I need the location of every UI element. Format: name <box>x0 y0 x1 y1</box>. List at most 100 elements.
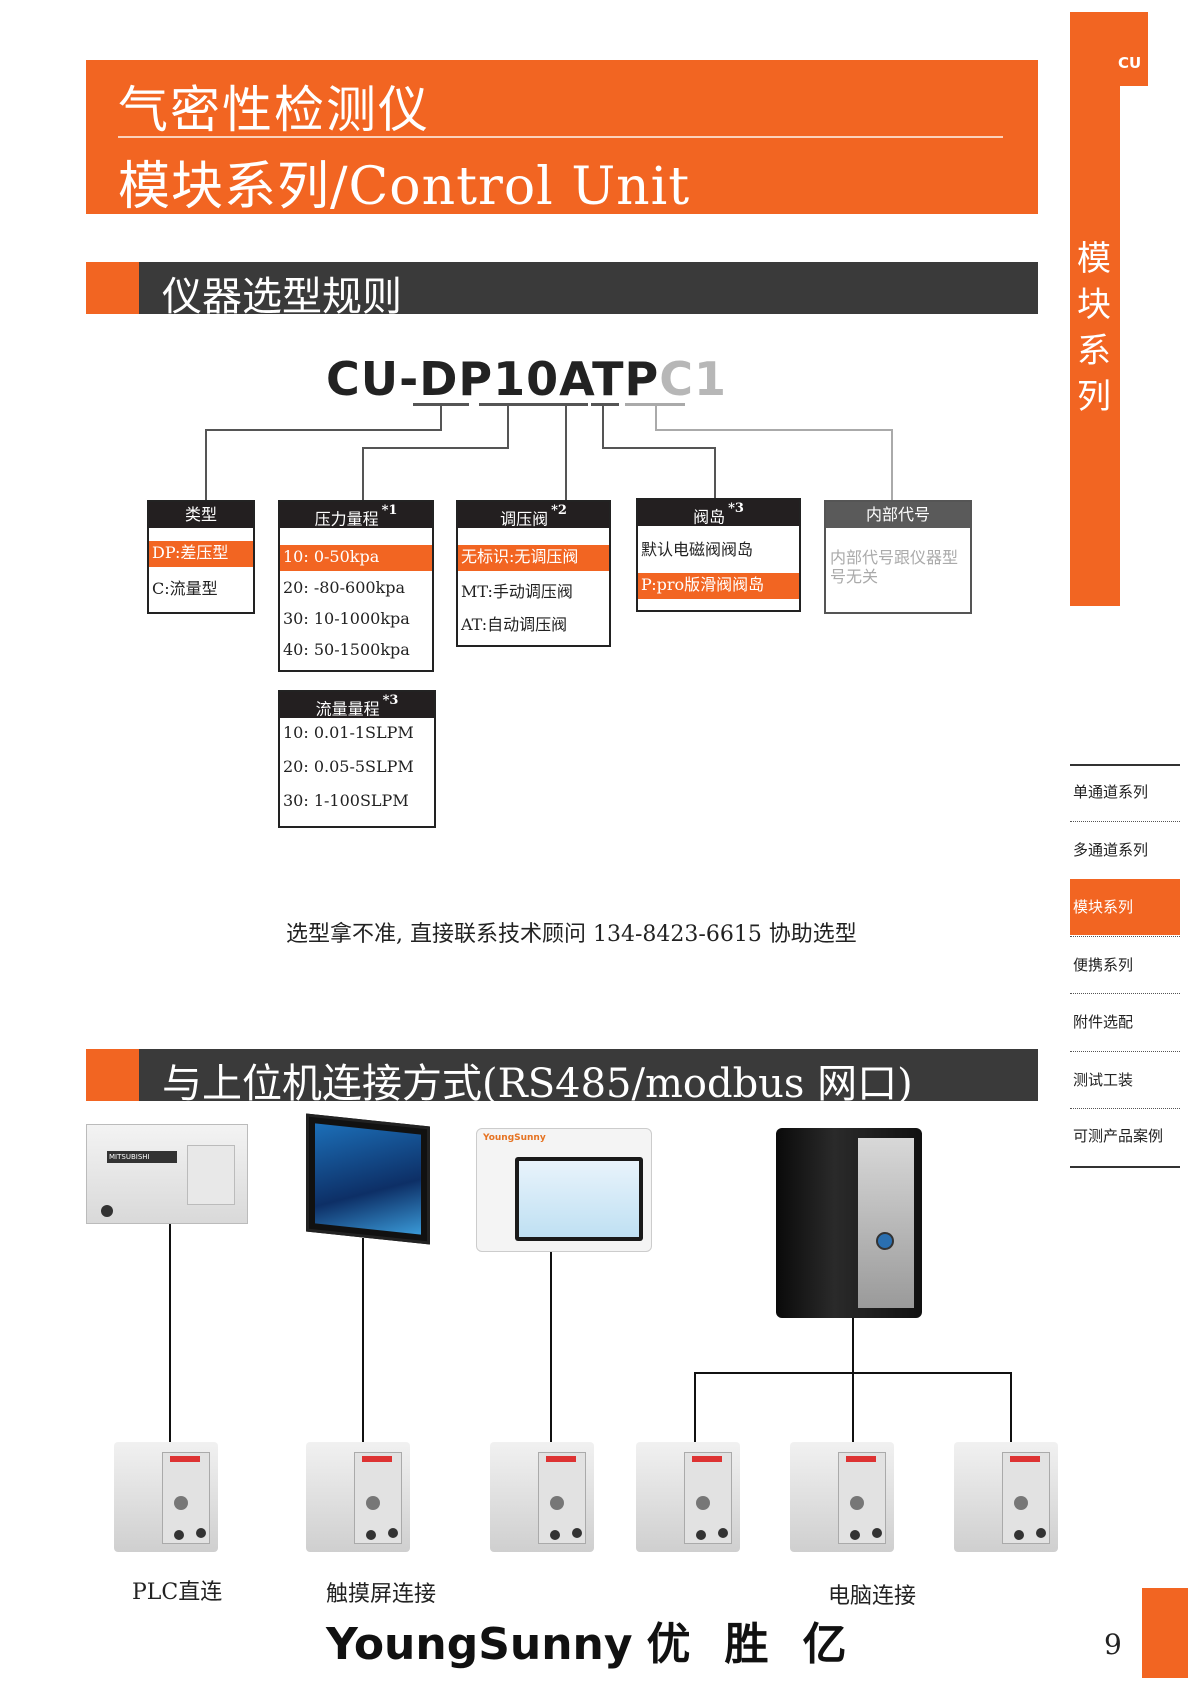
footnote-mark: *3 <box>382 693 399 708</box>
cu-unit <box>114 1442 218 1552</box>
nav-item-cases[interactable]: 可测产品案例 <box>1073 1127 1164 1145</box>
brand-footer: YoungSunny 优胜亿 <box>326 1608 881 1672</box>
option-row: 30: 1-100SLPM <box>283 791 409 810</box>
nav-item-portable[interactable]: 便携系列 <box>1073 956 1134 974</box>
touchscreen-device <box>306 1113 430 1245</box>
underline-range <box>479 403 535 406</box>
box-title-text: 流量量程 <box>315 699 380 719</box>
cable <box>550 1252 552 1442</box>
underline-type <box>413 403 469 406</box>
nav-item-single-channel[interactable]: 单通道系列 <box>1073 783 1149 801</box>
sidebar-vertical-label: 模块系列 <box>1077 239 1111 417</box>
nav-divider <box>1070 1051 1180 1052</box>
option-box-title: 压力量程*1 <box>280 502 432 528</box>
option-row: MT:手动调压阀 <box>461 582 573 601</box>
model-seg-type: DP <box>419 352 494 406</box>
connector-line <box>362 447 364 501</box>
nav-divider <box>1070 764 1180 766</box>
cable <box>362 1238 364 1442</box>
option-row: 30: 10-1000kpa <box>283 609 410 628</box>
connector-line <box>714 447 716 501</box>
nav-item-multi-channel[interactable]: 多通道系列 <box>1073 841 1149 859</box>
cable <box>1010 1372 1012 1442</box>
connector-line <box>602 447 716 449</box>
connector-line <box>655 406 657 430</box>
controller-screen <box>519 1161 639 1237</box>
box-title-text: 压力量程 <box>314 509 379 529</box>
option-box-type: 类型 DP:差压型 C:流量型 <box>147 500 255 614</box>
section-tab <box>86 1049 139 1101</box>
box-title-text: 阀岛 <box>693 507 726 527</box>
cu-unit <box>790 1442 894 1552</box>
model-seg-internal: C1 <box>659 352 728 406</box>
controller-brand: YoungSunny <box>483 1133 546 1143</box>
box-title-text: 类型 <box>184 505 217 524</box>
option-row: DP:差压型 <box>149 541 253 567</box>
option-row: 10: 0.01-1SLPM <box>283 723 414 742</box>
brand-en: YoungSunny <box>326 1619 633 1670</box>
option-row: 20: 0.05-5SLPM <box>283 757 414 776</box>
underline-reg <box>535 403 588 406</box>
brand-cn: 优胜亿 <box>646 1619 881 1670</box>
model-prefix: CU- <box>326 352 420 406</box>
option-row: 无标识:无调压阀 <box>458 545 609 571</box>
nav-item-module[interactable]: 模块系列 <box>1070 879 1180 935</box>
box-title-text: 调压阀 <box>500 509 549 529</box>
footnote-mark: *3 <box>728 501 744 516</box>
cable <box>852 1372 854 1442</box>
plc-brand-label: MITSUBISHI <box>107 1151 177 1163</box>
nav-divider <box>1070 936 1180 937</box>
cu-unit <box>954 1442 1058 1552</box>
footnote-mark: *2 <box>551 503 567 518</box>
cable <box>169 1224 171 1442</box>
model-seg-range: 10 <box>493 352 560 406</box>
nav-item-accessories[interactable]: 附件选配 <box>1073 1013 1134 1031</box>
nav-item-fixtures[interactable]: 测试工装 <box>1073 1071 1134 1089</box>
option-box-title: 调压阀*2 <box>458 502 609 528</box>
option-row: C:流量型 <box>152 579 218 598</box>
sidebar-notch <box>1120 86 1148 606</box>
option-box-flow: 流量量程*3 10: 0.01-1SLPM 20: 0.05-5SLPM 30:… <box>278 690 436 828</box>
option-box-title: 阀岛*3 <box>638 500 799 526</box>
plc-io-panel <box>187 1145 235 1205</box>
caption-pc: 电脑连接 <box>828 1584 917 1609</box>
caption-touchscreen: 触摸屏连接 <box>326 1582 437 1607</box>
nav-divider <box>1070 1166 1180 1168</box>
connector-line <box>602 406 604 448</box>
box-title-text: 内部代号 <box>865 505 930 524</box>
controller-bezel <box>515 1157 643 1241</box>
option-row: AT:自动调压阀 <box>461 615 568 634</box>
option-box-title: 内部代号 <box>826 502 970 528</box>
title-line2: 模块系列/Control Unit <box>118 157 691 217</box>
power-button-icon <box>876 1232 894 1250</box>
nav-divider <box>1070 821 1180 822</box>
option-box-regulator: 调压阀*2 无标识:无调压阀 MT:手动调压阀 AT:自动调压阀 <box>456 500 611 647</box>
connector-line <box>891 429 893 501</box>
cable <box>852 1318 854 1374</box>
option-row: 20: -80-600kpa <box>283 578 406 597</box>
option-box-title: 类型 <box>149 502 253 528</box>
pc-tower <box>776 1128 922 1318</box>
connector-line <box>362 447 509 449</box>
cu-unit <box>306 1442 410 1552</box>
controller-device: YoungSunny <box>476 1128 652 1252</box>
connector-line <box>565 406 567 501</box>
option-box-valve-island: 阀岛*3 默认电磁阀阀岛 P:pro版滑阀阀岛 <box>636 498 801 612</box>
section-header-connection: 与上位机连接方式(RS485/modbus 网口) <box>86 1049 1038 1107</box>
internal-text: 内部代号跟仪器型号无关 <box>830 548 959 586</box>
title-line1: 气密性检测仪 <box>118 81 430 139</box>
model-code: CU-DP10ATPC1 <box>326 352 727 406</box>
section-label: 仪器选型规则 <box>162 274 402 320</box>
contact-note: 选型拿不准, 直接联系技术顾问 134-8423-6615 协助选型 <box>286 922 857 947</box>
cable <box>694 1372 696 1442</box>
option-row: 40: 50-1500kpa <box>283 640 410 659</box>
touchscreen-display <box>315 1123 421 1235</box>
connector-line <box>205 429 442 431</box>
connector-line <box>507 406 509 448</box>
section-header-selection: 仪器选型规则 <box>86 262 1038 320</box>
page-number: 9 <box>1104 1628 1122 1661</box>
connector-line <box>205 429 207 501</box>
caption-plc: PLC直连 <box>132 1580 223 1605</box>
cu-unit <box>490 1442 594 1552</box>
title-divider <box>118 136 1003 138</box>
